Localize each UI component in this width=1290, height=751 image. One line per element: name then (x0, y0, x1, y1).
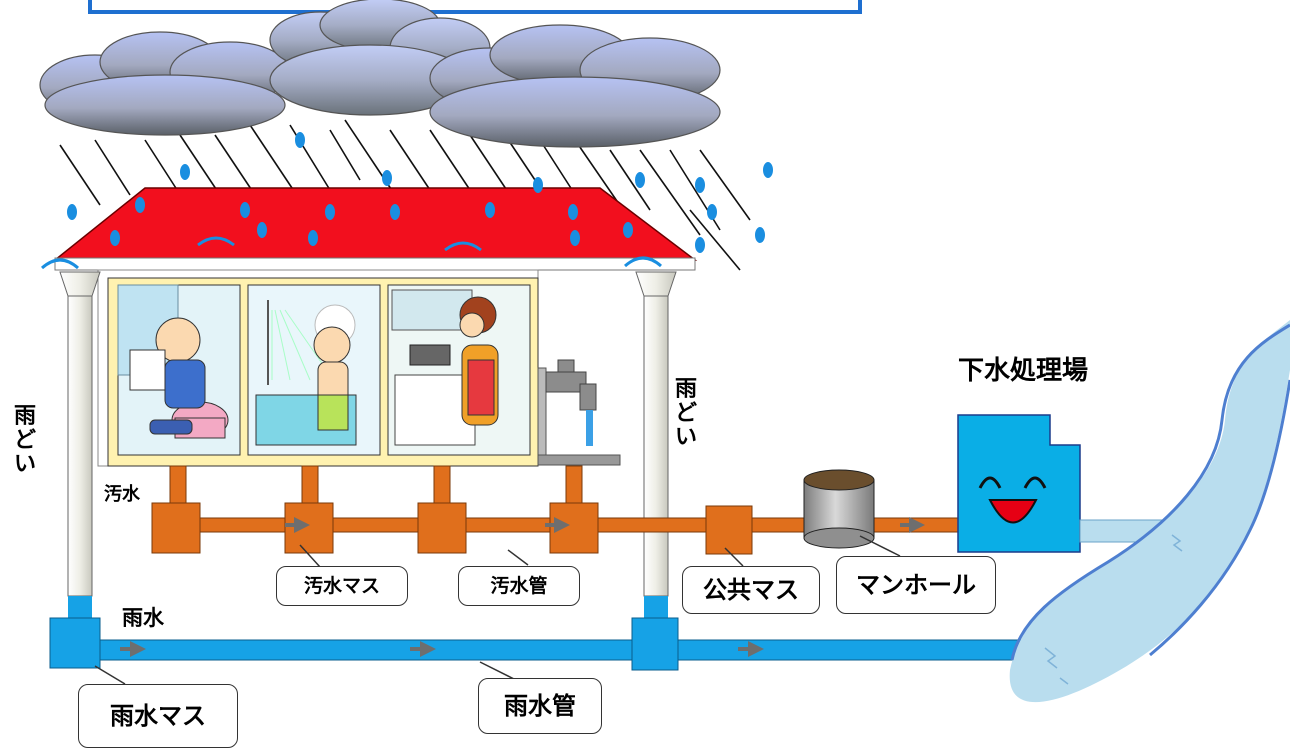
manhole-callout: マンホール (836, 556, 996, 614)
public-box-callout: 公共マス (682, 566, 820, 614)
sewage-box-callout: 汚水マス (276, 566, 408, 606)
cloud-middle (269, 0, 491, 116)
rain-gutter-left-char: 雨 (14, 404, 37, 429)
rainwater-pipe-network (49, 617, 1066, 671)
rain-gutter-left-char: ど (14, 428, 37, 454)
treatment-plant (957, 414, 1166, 553)
treatment-plant-label: 下水処理場 (958, 356, 1089, 386)
rain-gutter-left-char: い (14, 452, 37, 478)
rain-gutter-left-label: 雨 ど い (14, 404, 37, 478)
sewage-pipe-callout: 汚水管 (458, 566, 580, 606)
house-roof (52, 187, 698, 261)
river (1009, 320, 1290, 703)
callout-pointers (94, 535, 901, 685)
toilet-scene (117, 284, 241, 456)
rainwater-label: 雨水 (122, 606, 164, 630)
kitchen-scene (387, 284, 531, 456)
roof-eaves (54, 257, 696, 271)
cloud-left (39, 31, 291, 136)
right-downpipe (635, 271, 677, 618)
manhole (803, 469, 875, 549)
rain-gutter-right-char: ど (675, 401, 698, 427)
rain-gutter-right-char: 雨 (675, 377, 698, 402)
rain-pipe-callout: 雨水管 (478, 678, 602, 734)
rain-gutter-right-char: い (675, 425, 698, 451)
bath-scene (247, 284, 381, 456)
rain-box-callout: 雨水マス (78, 684, 238, 748)
interior-panels (107, 277, 539, 467)
outdoor-faucet (537, 359, 621, 466)
left-downpipe (59, 271, 101, 618)
sewage-label: 汚水 (104, 484, 140, 505)
rain-gutter-right-label: 雨 ど い (675, 377, 698, 451)
raindrops (41, 132, 773, 270)
title-box (88, 0, 862, 14)
cloud-right (429, 24, 721, 148)
